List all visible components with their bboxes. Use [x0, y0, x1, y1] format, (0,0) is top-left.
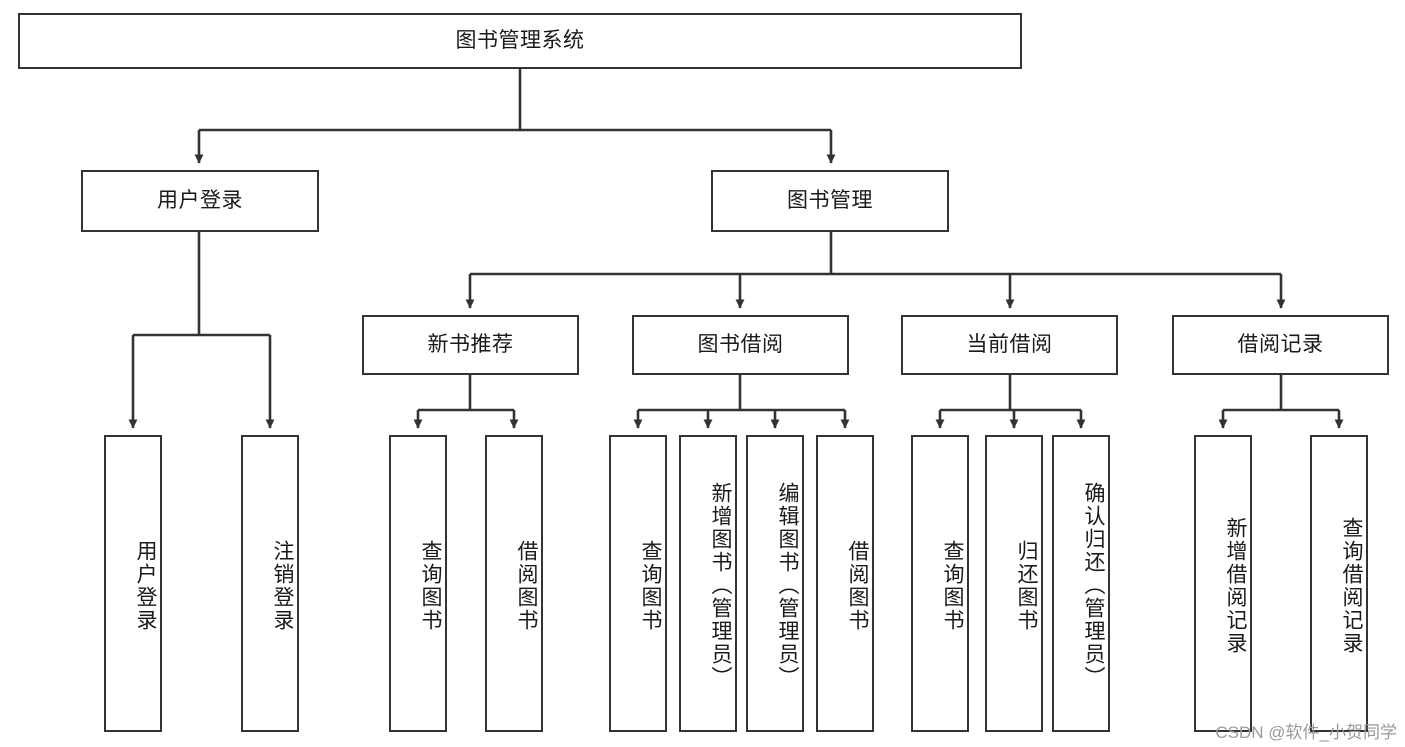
node-label: 用户登录	[157, 189, 243, 213]
node-label: 归还图书	[1015, 539, 1038, 632]
node-leaf-confirm-return-admin[interactable]: 确认归还（管理员）	[1052, 435, 1110, 732]
node-label: 借阅图书	[846, 539, 869, 632]
node-label: 查询图书	[419, 539, 442, 632]
node-leaf-user-login[interactable]: 用户登录	[104, 435, 162, 732]
node-leaf-borrow-book-rec[interactable]: 借阅图书	[485, 435, 543, 732]
node-label: 查询图书	[639, 539, 662, 632]
node-label: 当前借阅	[966, 333, 1053, 357]
node-root-system[interactable]: 图书管理系统	[18, 13, 1022, 69]
node-label: 图书借阅	[697, 333, 784, 357]
node-label: 新书推荐	[427, 333, 514, 357]
node-leaf-add-book-admin[interactable]: 新增图书（管理员）	[679, 435, 737, 732]
node-leaf-borrow-book[interactable]: 借阅图书	[816, 435, 874, 732]
node-leaf-return-book[interactable]: 归还图书	[985, 435, 1043, 732]
node-label: 新增图书（管理员）	[709, 482, 732, 689]
node-leaf-edit-book-admin[interactable]: 编辑图书（管理员）	[746, 435, 804, 732]
node-leaf-user-logout[interactable]: 注销登录	[241, 435, 299, 732]
node-book-borrow[interactable]: 图书借阅	[632, 315, 849, 375]
node-label: 新增借阅记录	[1224, 516, 1247, 655]
node-label: 查询借阅记录	[1340, 516, 1363, 655]
node-user-login[interactable]: 用户登录	[81, 170, 319, 232]
node-leaf-query-book-current[interactable]: 查询图书	[911, 435, 969, 732]
node-label: 图书管理系统	[455, 29, 585, 53]
node-borrow-record[interactable]: 借阅记录	[1172, 315, 1389, 375]
node-label: 注销登录	[271, 539, 294, 632]
node-label: 编辑图书（管理员）	[776, 482, 799, 689]
node-current-borrow[interactable]: 当前借阅	[901, 315, 1118, 375]
node-label: 借阅记录	[1237, 333, 1324, 357]
node-leaf-query-book-rec[interactable]: 查询图书	[389, 435, 447, 732]
node-leaf-query-borrow-record[interactable]: 查询借阅记录	[1310, 435, 1368, 732]
node-label: 用户登录	[134, 539, 157, 632]
node-new-book-recommend[interactable]: 新书推荐	[362, 315, 579, 375]
node-book-manage[interactable]: 图书管理	[711, 170, 949, 232]
node-label: 查询图书	[941, 539, 964, 632]
node-label: 图书管理	[787, 189, 873, 213]
node-label: 借阅图书	[515, 539, 538, 632]
node-leaf-query-book-borrow[interactable]: 查询图书	[609, 435, 667, 732]
node-label: 确认归还（管理员）	[1082, 482, 1105, 689]
node-leaf-add-borrow-record[interactable]: 新增借阅记录	[1194, 435, 1252, 732]
